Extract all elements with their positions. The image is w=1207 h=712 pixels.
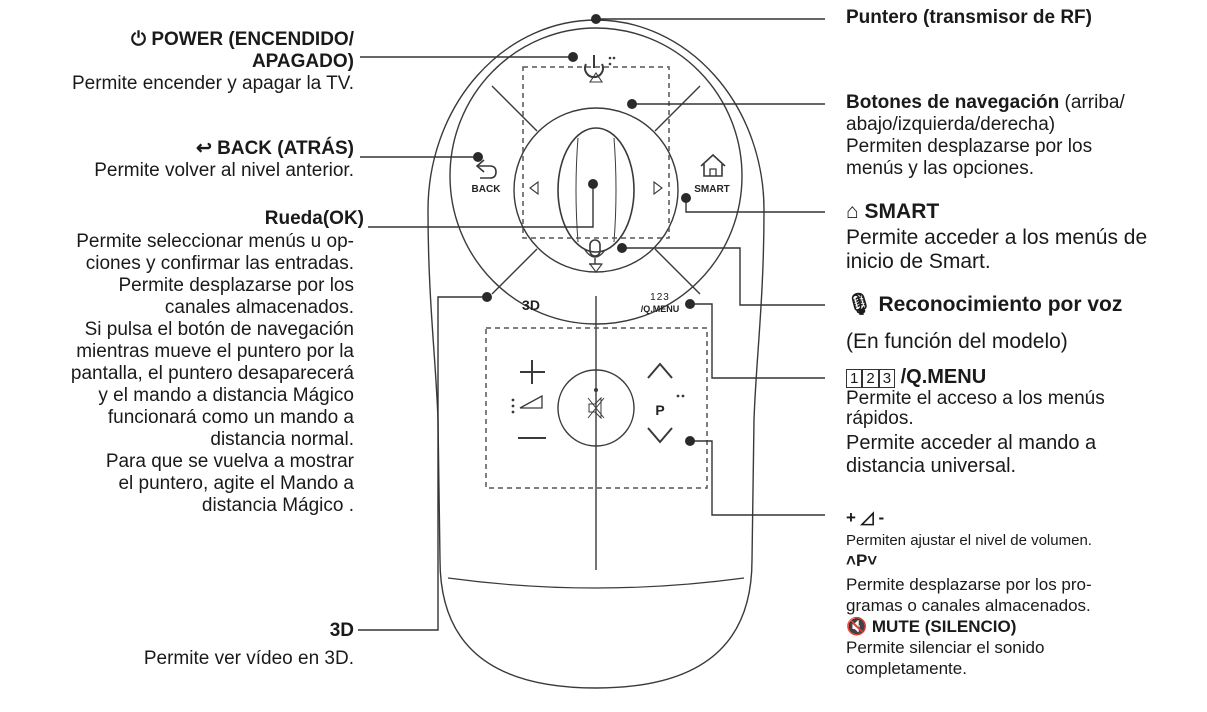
remote-qmenu-digits: 123: [650, 292, 670, 303]
remote-plus-icon: [520, 360, 545, 384]
remote-qmenu-label: /Q.MENU: [641, 304, 680, 314]
smart-title: SMART: [864, 200, 940, 223]
remote-chevron-up-icon: [647, 362, 673, 379]
back-arrow-icon: ↩: [195, 138, 218, 159]
wheel-line: distancia Mágico .: [201, 495, 354, 516]
threed-title: 3D: [329, 620, 354, 641]
lower-highlight-box: [485, 327, 708, 489]
power-label: ⏻ POWER (ENCENDIDO/: [131, 29, 354, 51]
wheel-line: Permite seleccionar menús u op-: [76, 231, 354, 252]
qmenu-title: /Q.MENU: [900, 366, 987, 388]
voice-title: Reconocimiento por voz: [878, 293, 1123, 316]
wheel-desc: Permite seleccionar menús u op- ciones y…: [0, 231, 354, 517]
mute-line: Permite silenciar el sonido: [846, 638, 1045, 657]
back-label: ↩ BACK (ATRÁS): [196, 138, 354, 160]
mute-label: 🔇 MUTE (SILENCIO): [846, 617, 1016, 637]
mute-title: MUTE (SILENCIO): [871, 617, 1017, 636]
wheel-line: pantalla, el puntero desaparecerá: [70, 363, 354, 384]
qmenu-line: Permite el acceso a los menús: [846, 388, 1105, 409]
wheel: [557, 127, 635, 253]
threed-desc: Permite ver vídeo en 3D.: [143, 648, 354, 669]
power-title-2: APAGADO): [251, 51, 354, 72]
power-icon: ⏻: [131, 29, 152, 50]
pointer-title: Puntero (transmisor de RF): [846, 7, 1092, 28]
remote-home-icon: [700, 153, 726, 177]
remote-chevron-down-icon: [647, 427, 673, 444]
remote-back-icon: [478, 165, 497, 179]
nav-label: Botones de navegación (arriba/: [846, 92, 1125, 114]
nav-line: Permiten desplazarse por los: [846, 136, 1093, 157]
remote-p-label: P: [655, 402, 664, 418]
qmenu-line: rápidos.: [846, 408, 914, 429]
remote-body: [427, 19, 765, 689]
wheel-line: y el mando a distancia Mágico: [98, 385, 354, 406]
mute-circle: [557, 369, 635, 447]
program-line: Permite desplazarse por los pro-: [846, 575, 1092, 594]
volume-minus: -: [878, 508, 885, 527]
chevron-down-icon: ˅: [867, 551, 878, 570]
remote-mute-icon: [587, 396, 605, 420]
volume-label: + ◿ -: [846, 508, 884, 528]
smart-label: ⌂ SMART: [846, 200, 939, 224]
wheel-line: Si pulsa el botón de navegación: [84, 319, 354, 340]
nav-highlight-box: [522, 66, 670, 239]
nav-title-suffix: (arriba/: [1059, 92, 1125, 113]
smart-line: Permite acceder a los menús de: [846, 226, 1148, 249]
mute-line: completamente.: [846, 659, 967, 678]
power-title: POWER (ENCENDIDO/: [151, 29, 354, 50]
qmenu-line: Permite acceder al mando a: [846, 432, 1097, 454]
wheel-line: distancia normal.: [210, 429, 354, 450]
volume-icon: ◿: [860, 508, 874, 527]
chevron-up-icon: ˄: [846, 551, 856, 570]
remote-mic-icon: [589, 239, 601, 257]
back-desc: Permite volver al nivel anterior.: [94, 160, 354, 181]
program-line: gramas o canales almacenados.: [846, 596, 1091, 615]
volume-desc: Permiten ajustar el nivel de volumen.: [846, 532, 1092, 549]
wheel-line: mientras mueve el puntero por la: [76, 341, 354, 362]
qmenu-line: distancia universal.: [846, 455, 1017, 477]
home-icon: ⌂: [846, 200, 865, 223]
program-title: P: [855, 551, 868, 570]
voice-label: 🎙 Reconocimiento por voz: [846, 293, 1122, 317]
voice-note: (En función del modelo): [846, 330, 1068, 353]
smart-line: inicio de Smart.: [846, 250, 991, 273]
mute-icon: 🔇: [846, 617, 872, 636]
wheel-line: Para que se vuelva a mostrar: [105, 451, 354, 472]
power-desc: Permite encender y apagar la TV.: [71, 73, 354, 94]
wheel-line: el puntero, agite el Mando a: [118, 473, 354, 494]
program-label: ˄P˅: [846, 551, 877, 571]
wheel-line: ciones y confirmar las entradas.: [85, 253, 354, 274]
remote-volume-icon: [519, 394, 543, 409]
wheel-line: Permite desplazarse por los: [118, 275, 355, 296]
nav-line: menús y las opciones.: [846, 158, 1034, 179]
remote-3d-label: 3D: [522, 297, 540, 313]
remote-back-label: BACK: [472, 184, 502, 195]
remote-smart-label: SMART: [694, 184, 730, 195]
wheel-line: canales almacenados.: [164, 297, 354, 318]
wheel-line: funcionará como un mando a: [107, 407, 354, 428]
mic-icon: 🎙: [846, 293, 879, 316]
nav-title: Botones de navegación: [846, 92, 1060, 113]
nav-line: abajo/izquierda/derecha): [846, 114, 1056, 135]
volume-plus: +: [846, 508, 856, 527]
wheel-title: Rueda(OK): [264, 208, 364, 229]
remote-power-icon: [584, 63, 604, 79]
back-title: BACK (ATRÁS): [217, 138, 354, 159]
